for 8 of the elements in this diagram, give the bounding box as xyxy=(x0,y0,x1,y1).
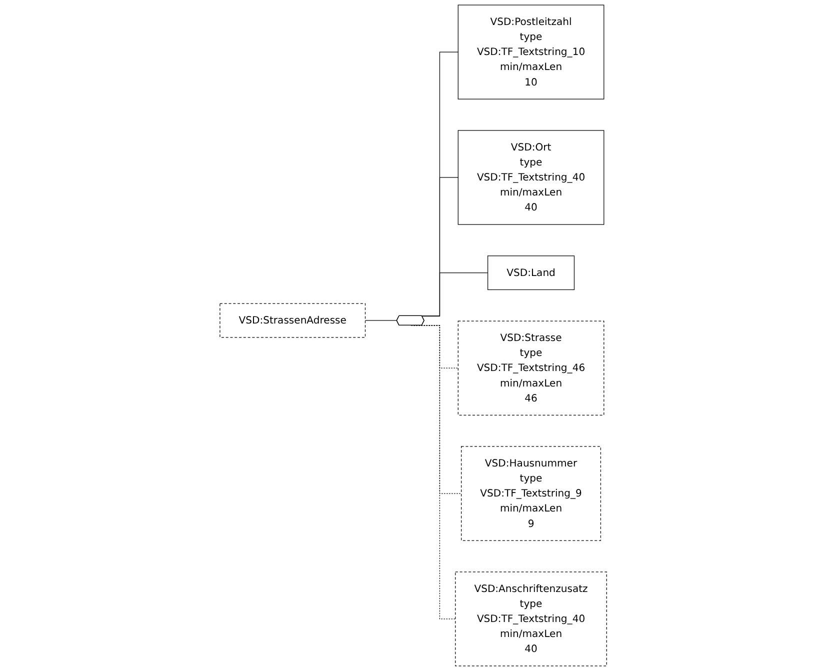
node-box: VSD:Hausnummer type VSD:TF_Textstring_9 min/maxLen 9 xyxy=(460,446,601,541)
node-box: VSD:StrassenAdresse xyxy=(219,303,366,338)
node-box: VSD:Land xyxy=(487,256,574,290)
node-box: VSD:Ort type VSD:TF_Textstring_40 min/maxLen 40 xyxy=(458,130,604,225)
node-box: VSD:Strasse type VSD:TF_Textstring_46 min/maxLen 46 xyxy=(458,320,604,416)
node-box: VSD:Postleitzahl type VSD:TF_Textstring_10 min/maxLen 10 xyxy=(458,4,604,100)
connector xyxy=(364,320,397,322)
node-box: VSD:Anschriftenzusatz type VSD:TF_Textstring_40 min/maxLen 40 xyxy=(454,572,607,666)
